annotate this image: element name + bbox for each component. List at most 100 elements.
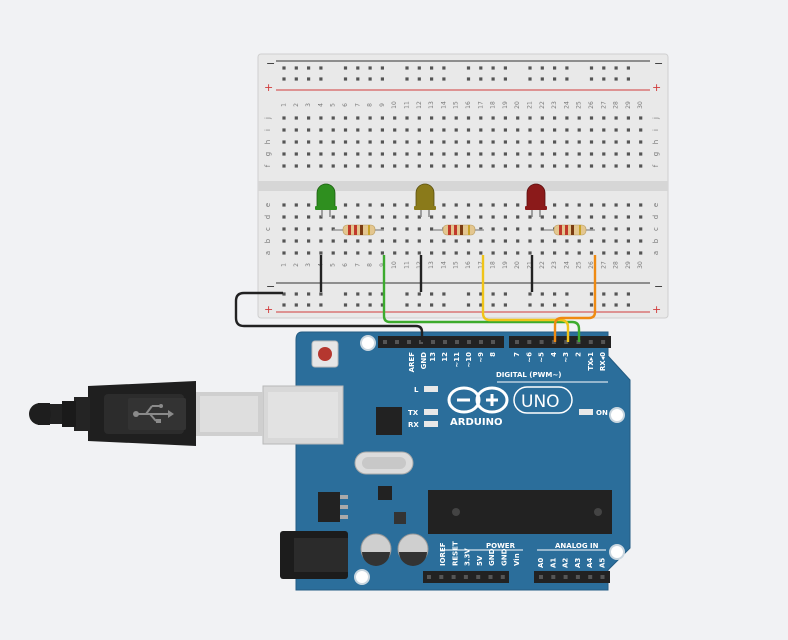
terminal-hole[interactable] — [319, 164, 323, 168]
led-yellow[interactable] — [414, 183, 436, 217]
terminal-hole[interactable] — [319, 215, 323, 219]
terminal-hole[interactable] — [319, 251, 323, 255]
rail-hole[interactable] — [565, 303, 569, 307]
terminal-hole[interactable] — [589, 116, 594, 120]
terminal-hole[interactable] — [540, 152, 544, 156]
terminal-hole[interactable] — [331, 251, 335, 255]
rail-hole[interactable] — [368, 292, 372, 296]
terminal-hole[interactable] — [540, 140, 544, 144]
rail-hole[interactable] — [356, 292, 360, 296]
rail-hole[interactable] — [540, 66, 544, 70]
header-pin[interactable] — [601, 340, 606, 344]
terminal-hole[interactable] — [319, 128, 323, 132]
terminal-hole[interactable] — [417, 164, 421, 168]
terminal-hole[interactable] — [491, 128, 495, 132]
rail-hole[interactable] — [491, 303, 495, 307]
header-pin[interactable] — [563, 575, 568, 579]
rail-hole[interactable] — [307, 77, 311, 81]
terminal-hole[interactable] — [294, 116, 298, 120]
terminal-hole[interactable] — [430, 140, 434, 144]
rail-hole[interactable] — [479, 292, 483, 296]
led-green[interactable] — [315, 183, 337, 217]
terminal-hole[interactable] — [380, 239, 384, 243]
rail-hole[interactable] — [503, 292, 507, 296]
rail-hole[interactable] — [491, 77, 495, 81]
rail-hole[interactable] — [614, 292, 618, 296]
terminal-hole[interactable] — [405, 140, 409, 144]
terminal-hole[interactable] — [639, 140, 643, 144]
terminal-hole[interactable] — [454, 164, 458, 168]
terminal-hole[interactable] — [319, 152, 323, 156]
terminal-hole[interactable] — [639, 251, 643, 255]
terminal-hole[interactable] — [540, 128, 544, 132]
terminal-hole[interactable] — [307, 128, 311, 132]
rail-hole[interactable] — [540, 292, 544, 296]
rail-hole[interactable] — [356, 77, 360, 81]
terminal-hole[interactable] — [553, 152, 557, 156]
terminal-hole[interactable] — [565, 215, 569, 219]
rail-hole[interactable] — [282, 66, 286, 70]
terminal-hole[interactable] — [602, 116, 606, 120]
terminal-hole[interactable] — [503, 116, 507, 120]
rail-hole[interactable] — [602, 66, 606, 70]
terminal-hole[interactable] — [282, 251, 286, 255]
terminal-hole[interactable] — [540, 251, 544, 255]
terminal-hole[interactable] — [491, 251, 495, 255]
header-pin[interactable] — [455, 340, 459, 344]
terminal-hole[interactable] — [282, 140, 286, 144]
terminal-hole[interactable] — [282, 203, 286, 207]
header-pin[interactable] — [439, 575, 444, 579]
terminal-hole[interactable] — [479, 227, 483, 231]
rail-hole[interactable] — [553, 77, 557, 81]
terminal-hole[interactable] — [380, 164, 384, 168]
terminal-hole[interactable] — [319, 116, 323, 120]
terminal-hole[interactable] — [331, 227, 335, 231]
terminal-hole[interactable] — [380, 116, 384, 120]
terminal-hole[interactable] — [491, 215, 495, 219]
terminal-hole[interactable] — [503, 227, 507, 231]
terminal-hole[interactable] — [565, 116, 569, 120]
terminal-hole[interactable] — [417, 215, 421, 219]
rail-hole[interactable] — [614, 66, 618, 70]
terminal-hole[interactable] — [639, 215, 643, 219]
terminal-hole[interactable] — [553, 239, 557, 243]
terminal-hole[interactable] — [589, 203, 594, 207]
terminal-hole[interactable] — [577, 203, 581, 207]
terminal-hole[interactable] — [516, 215, 520, 219]
terminal-hole[interactable] — [454, 251, 458, 255]
terminal-hole[interactable] — [417, 239, 421, 243]
terminal-hole[interactable] — [307, 227, 311, 231]
terminal-hole[interactable] — [626, 203, 630, 207]
terminal-hole[interactable] — [589, 164, 594, 168]
terminal-hole[interactable] — [343, 152, 348, 156]
rail-hole[interactable] — [319, 66, 323, 70]
terminal-hole[interactable] — [430, 128, 434, 132]
header-pin[interactable] — [427, 575, 431, 579]
terminal-hole[interactable] — [282, 239, 286, 243]
rail-hole[interactable] — [343, 292, 348, 296]
terminal-hole[interactable] — [417, 152, 421, 156]
rail-hole[interactable] — [614, 303, 618, 307]
terminal-hole[interactable] — [430, 239, 434, 243]
terminal-hole[interactable] — [491, 116, 495, 120]
terminal-hole[interactable] — [393, 215, 397, 219]
header-pin[interactable] — [407, 340, 411, 344]
rail-hole[interactable] — [442, 66, 446, 70]
rail-hole[interactable] — [553, 303, 557, 307]
terminal-hole[interactable] — [454, 203, 458, 207]
terminal-hole[interactable] — [356, 215, 360, 219]
terminal-hole[interactable] — [528, 164, 532, 168]
rail-hole[interactable] — [565, 77, 569, 81]
terminal-hole[interactable] — [602, 152, 606, 156]
terminal-hole[interactable] — [639, 164, 643, 168]
terminal-hole[interactable] — [282, 227, 286, 231]
terminal-hole[interactable] — [626, 215, 630, 219]
rail-hole[interactable] — [356, 303, 360, 307]
terminal-hole[interactable] — [368, 128, 372, 132]
terminal-hole[interactable] — [356, 128, 360, 132]
terminal-hole[interactable] — [602, 239, 606, 243]
terminal-hole[interactable] — [589, 215, 594, 219]
terminal-hole[interactable] — [639, 203, 643, 207]
rail-hole[interactable] — [491, 66, 495, 70]
terminal-hole[interactable] — [294, 203, 298, 207]
